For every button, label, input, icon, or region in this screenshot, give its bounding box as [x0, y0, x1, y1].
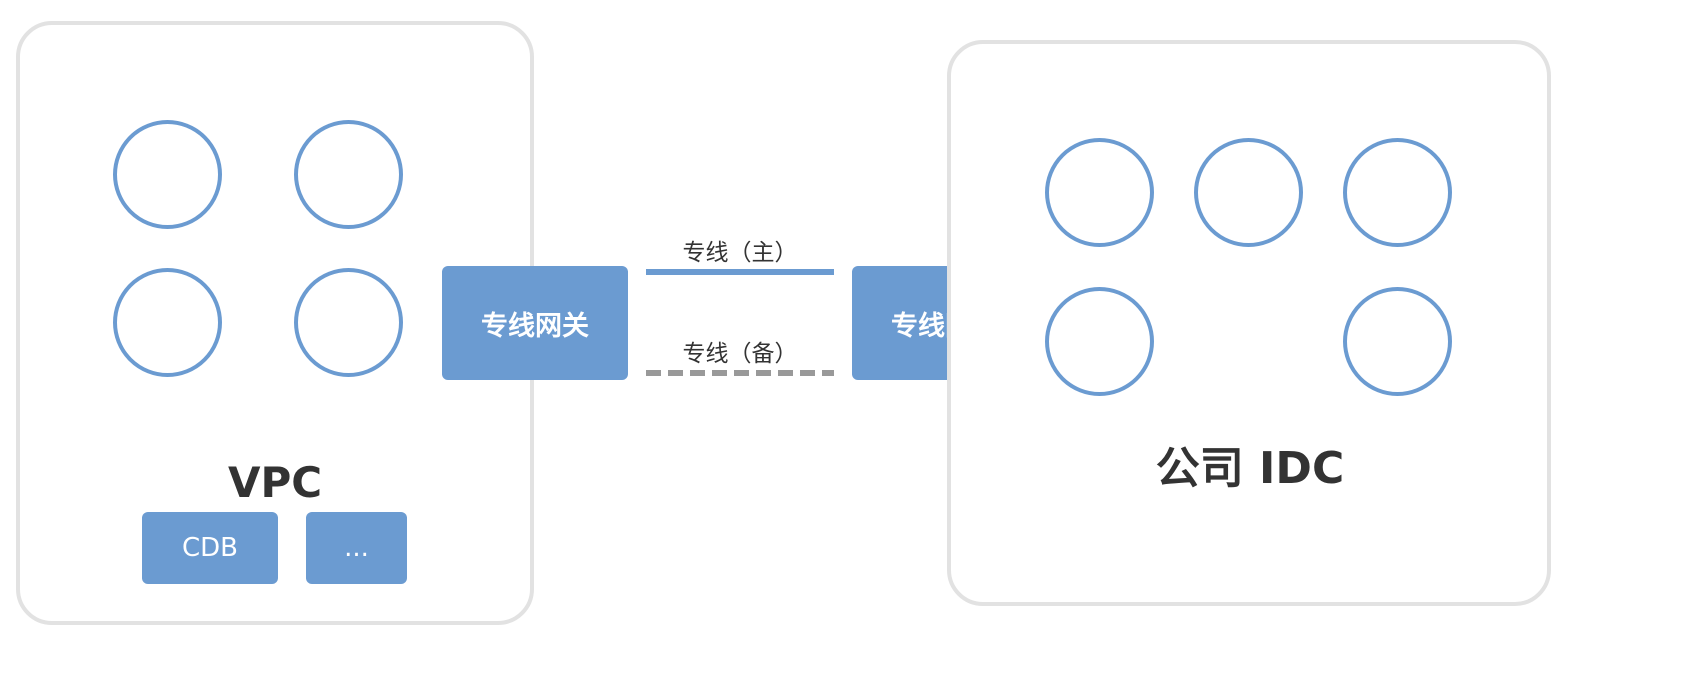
idc-node	[1045, 287, 1154, 396]
vpc-service-more: ...	[306, 512, 407, 584]
vpc-service-cdb: CDB	[142, 512, 278, 584]
vpc-node	[113, 268, 222, 377]
backup-link-line	[646, 370, 834, 376]
vpc-node	[294, 268, 403, 377]
primary-link-label: 专线（主）	[682, 240, 798, 266]
vpc-node	[294, 120, 403, 229]
idc-node	[1343, 287, 1452, 396]
vpc-title: VPC	[227, 458, 323, 507]
idc-title: 公司 IDC	[1155, 443, 1345, 494]
idc-panel	[947, 40, 1551, 606]
idc-node	[1045, 138, 1154, 247]
idc-node	[1194, 138, 1303, 247]
idc-node	[1343, 138, 1452, 247]
vpc-node	[113, 120, 222, 229]
vpc-direct-connect-gateway: 专线网关	[442, 266, 628, 380]
backup-link-label: 专线（备）	[682, 341, 798, 367]
primary-link-line	[646, 269, 834, 275]
